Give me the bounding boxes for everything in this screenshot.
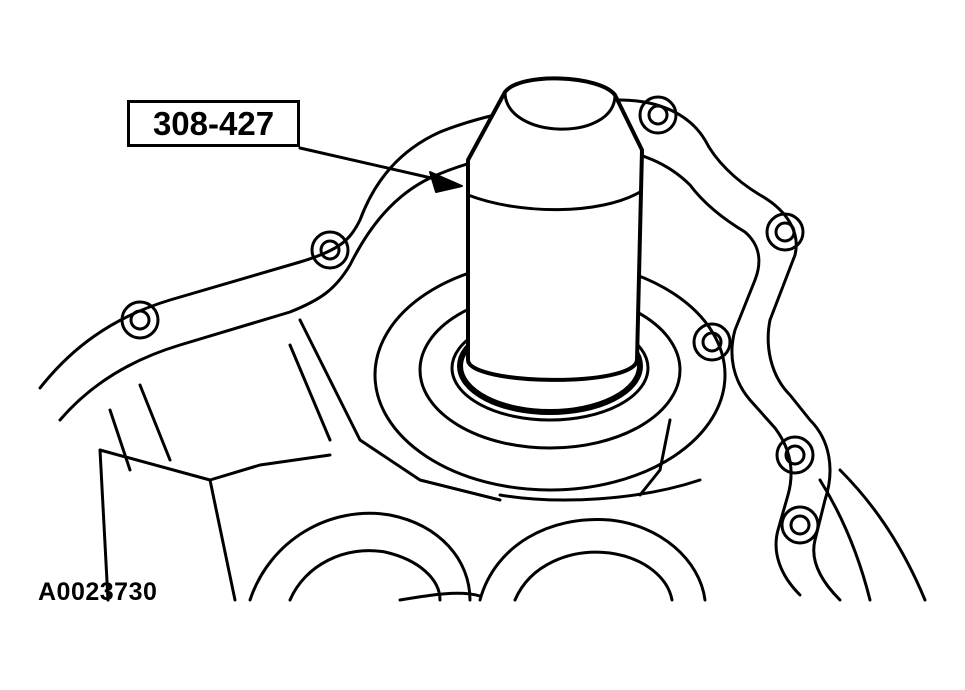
bolt-hole [129,309,151,331]
lower-bore-right [478,517,707,602]
bolt-hole [774,221,796,243]
lower-web [398,591,482,602]
bolt-boss [780,505,820,545]
housing-rib [498,478,702,502]
bolt-hole [784,444,806,466]
bolt-boss [775,435,815,475]
lower-bore-left [248,511,472,602]
housing-lower-block [98,448,332,602]
figure-id-label: A0023730 [38,578,158,606]
housing-rib [138,383,172,462]
bolt-boss [765,212,805,252]
installer-tool-top-edge [503,90,617,131]
bolt-boss [120,300,160,340]
housing-rib [288,343,332,442]
bolt-boss [692,322,732,362]
housing-rib [638,418,672,497]
housing-rib [298,318,502,502]
bolt-hole [319,239,341,261]
tool-number-callout: 308-427 [127,100,300,147]
installer-tool-shoulder [466,190,642,212]
callout-leader-line [298,146,442,182]
tool-number-label: 308-427 [152,104,275,142]
lower-bore-right-inner [513,550,674,602]
installer-tool-body [466,76,644,382]
lower-bore-left-inner [288,549,442,602]
bolt-boss [638,95,678,135]
housing-flange-inner [58,146,802,597]
housing-rib [108,408,132,472]
housing-right-contour [818,468,927,602]
callout-arrowhead [429,171,463,193]
bolt-hole [647,104,669,126]
bolt-boss [310,230,350,270]
housing-flange-outline [38,98,842,602]
bolt-hole [789,514,811,536]
